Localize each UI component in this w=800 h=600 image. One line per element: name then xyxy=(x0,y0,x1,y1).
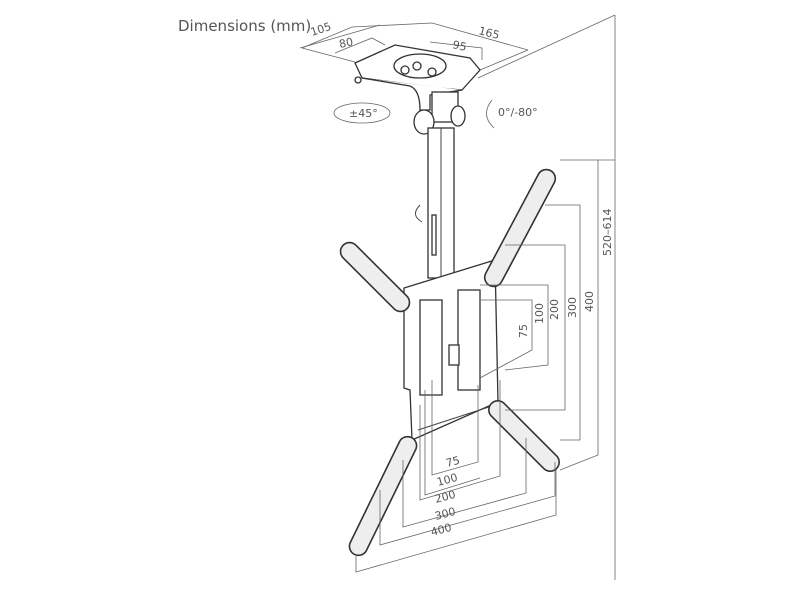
swivel-indicator xyxy=(333,102,391,124)
dim-width-100: 100 xyxy=(435,471,459,489)
ceiling-plate xyxy=(354,44,481,135)
dim-width-75: 75 xyxy=(444,454,461,470)
dim-80: 80 xyxy=(338,35,354,51)
tilt-indicator xyxy=(486,99,495,129)
horizontal-dimension-lines xyxy=(355,380,557,573)
top-dimension-lines xyxy=(301,22,529,73)
frame-lines xyxy=(299,14,616,580)
dim-105: 105 xyxy=(309,20,333,39)
dim-height-75: 75 xyxy=(517,324,530,338)
diagram-title: Dimensions (mm) xyxy=(178,17,311,35)
dim-width-200: 200 xyxy=(433,488,457,506)
vertical-dimension-lines xyxy=(479,159,615,471)
swivel-angle: ±45° xyxy=(349,107,378,120)
dim-height-200: 200 xyxy=(548,299,561,320)
dim-95: 95 xyxy=(451,38,467,54)
tilt-angle: 0°/-80° xyxy=(498,106,538,119)
dim-width-300: 300 xyxy=(433,505,457,523)
vesa-plate xyxy=(403,259,499,441)
dim-height-range: 520–614 xyxy=(601,209,614,257)
dim-height-100: 100 xyxy=(533,303,546,324)
dim-height-300: 300 xyxy=(566,297,579,318)
dim-165: 165 xyxy=(477,24,501,42)
telescopic-pole xyxy=(415,127,455,279)
dim-height-400: 400 xyxy=(583,291,596,312)
dim-width-400: 400 xyxy=(429,521,453,539)
mounting-arms xyxy=(339,168,560,557)
